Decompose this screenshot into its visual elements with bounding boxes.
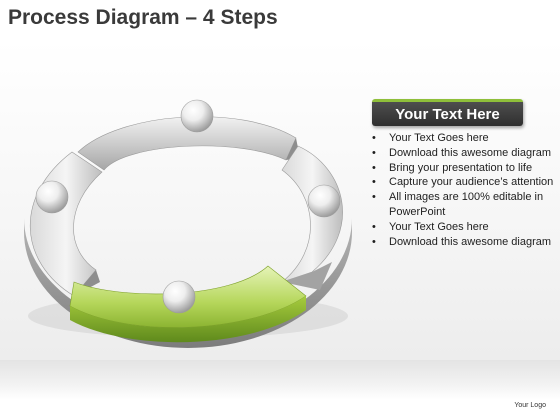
bullet-dot-icon: • [372, 176, 376, 189]
bullet-list: •Your Text Goes here •Download this awes… [370, 131, 555, 249]
bullet-dot-icon: • [372, 220, 376, 233]
bullet-item: •Your Text Goes here [372, 132, 489, 144]
step-marker-ball-bottom [162, 280, 196, 314]
segment-bottom-wall [70, 296, 306, 343]
segment-right-wall [282, 262, 332, 290]
bullet-item: •Download this awesome diagram [372, 235, 552, 248]
bullet-item: •Your Text Goes here [372, 220, 489, 233]
step-marker-ball-left [35, 180, 69, 214]
step-marker-ball-right [307, 184, 341, 218]
bullet-dot-icon: • [372, 235, 376, 248]
bullet-dot-icon: • [372, 191, 376, 204]
bullet-dot-icon: • [372, 146, 376, 159]
page-title: Process Diagram – 4 Steps [8, 6, 278, 29]
bullet-dot-icon: • [372, 161, 376, 174]
step-marker-ball-top [180, 99, 214, 133]
bullet-item: •All images are 100% editable in PowerPo… [372, 191, 544, 218]
floor-reflection [0, 360, 560, 400]
bullet-item: •Bring your presentation to life [372, 161, 533, 174]
footer-logo-text: Your Logo [514, 402, 546, 409]
bullet-item: •Download this awesome diagram [372, 146, 552, 159]
bullet-item: •Capture your audience’s attention [372, 176, 554, 189]
text-panel-heading: Your Text Here [372, 99, 523, 126]
bullet-dot-icon: • [372, 132, 376, 144]
